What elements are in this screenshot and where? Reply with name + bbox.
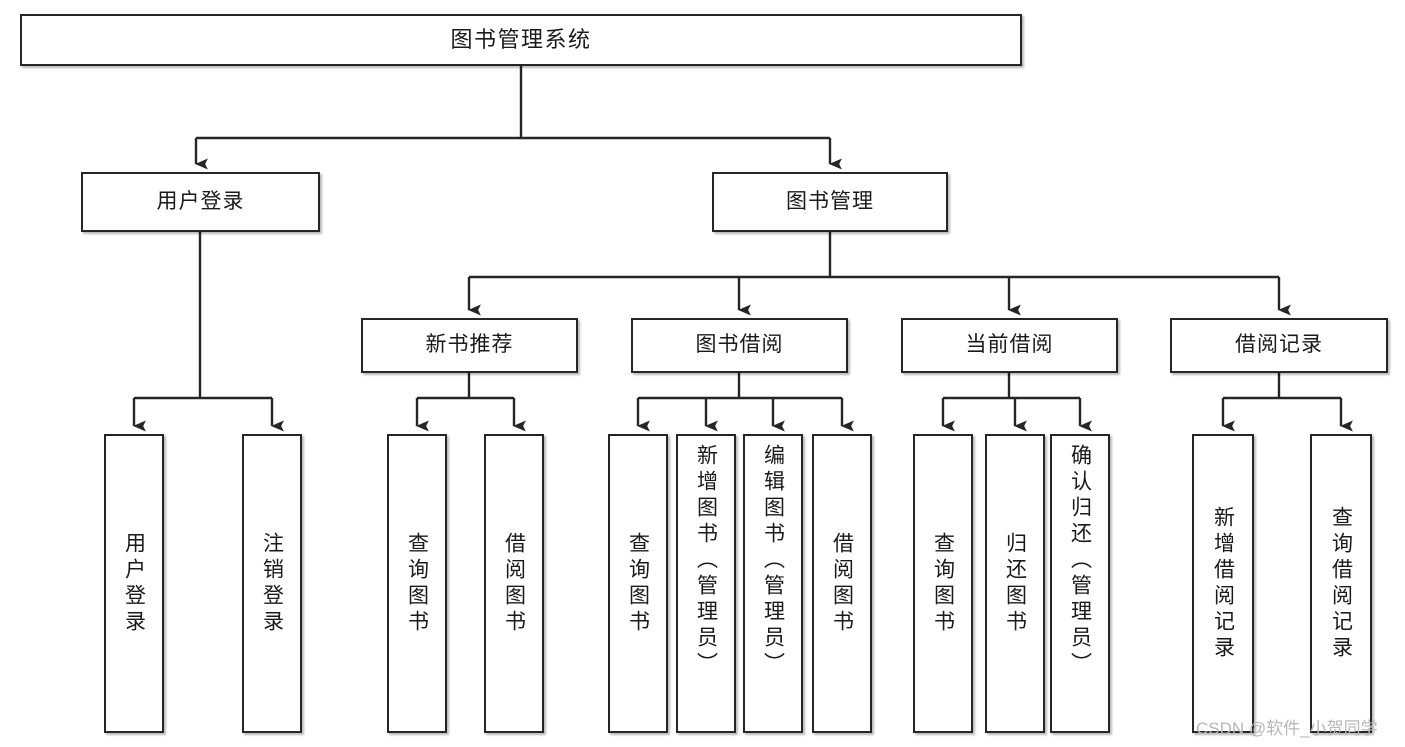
- leaf-query-books-recommend[interactable]: 查询图书: [387, 434, 447, 733]
- node-current-borrow[interactable]: 当前借阅: [901, 318, 1118, 373]
- node-book-management[interactable]: 图书管理: [712, 172, 948, 232]
- leaf-query-books-borrow-label: 查询图书: [626, 531, 650, 636]
- leaf-query-books-recommend-label: 查询图书: [405, 531, 429, 636]
- leaf-confirm-return-admin-label: 确认归还（管理员）: [1068, 444, 1092, 678]
- node-root-label: 图书管理系统: [450, 27, 592, 53]
- leaf-confirm-return-admin[interactable]: 确认归还（管理员）: [1050, 434, 1110, 733]
- node-user-login-label: 用户登录: [156, 189, 245, 213]
- leaf-edit-book-admin[interactable]: 编辑图书（管理员）: [743, 434, 803, 733]
- leaf-query-books-current[interactable]: 查询图书: [913, 434, 973, 733]
- watermark: CSDN @软件_小贺同学: [1196, 719, 1378, 738]
- leaf-logout-label: 注销登录: [260, 531, 284, 636]
- leaf-edit-book-admin-label: 编辑图书（管理员）: [761, 444, 785, 678]
- node-user-login[interactable]: 用户登录: [81, 172, 320, 232]
- node-book-borrow[interactable]: 图书借阅: [631, 318, 848, 373]
- leaf-user-login[interactable]: 用户登录: [104, 434, 164, 733]
- leaf-logout[interactable]: 注销登录: [242, 434, 302, 733]
- leaf-query-books-current-label: 查询图书: [931, 531, 955, 636]
- node-new-book-recommend[interactable]: 新书推荐: [361, 318, 578, 373]
- leaf-borrow-book-recommend-label: 借阅图书: [502, 531, 526, 636]
- leaf-add-borrow-record-label: 新增借阅记录: [1211, 505, 1235, 662]
- node-book-borrow-label: 图书借阅: [695, 333, 784, 357]
- leaf-query-borrow-record-label: 查询借阅记录: [1329, 505, 1353, 662]
- node-borrow-records-label: 借阅记录: [1235, 333, 1323, 357]
- leaf-add-book-admin[interactable]: 新增图书（管理员）: [676, 434, 736, 733]
- leaf-query-borrow-record[interactable]: 查询借阅记录: [1310, 434, 1372, 733]
- node-new-book-recommend-label: 新书推荐: [425, 333, 514, 357]
- node-root[interactable]: 图书管理系统: [20, 14, 1022, 66]
- leaf-borrow-book-recommend[interactable]: 借阅图书: [484, 434, 544, 733]
- node-book-management-label: 图书管理: [786, 189, 874, 213]
- leaf-borrow-book-label: 借阅图书: [830, 531, 854, 636]
- node-borrow-records[interactable]: 借阅记录: [1170, 318, 1388, 373]
- leaf-add-borrow-record[interactable]: 新增借阅记录: [1192, 434, 1254, 733]
- node-current-borrow-label: 当前借阅: [965, 333, 1054, 357]
- leaf-borrow-book[interactable]: 借阅图书: [812, 434, 872, 733]
- leaf-query-books-borrow[interactable]: 查询图书: [608, 434, 668, 733]
- leaf-add-book-admin-label: 新增图书（管理员）: [694, 444, 718, 678]
- leaf-return-book-label: 归还图书: [1003, 531, 1027, 636]
- leaf-user-login-label: 用户登录: [122, 531, 146, 636]
- leaf-return-book[interactable]: 归还图书: [985, 434, 1045, 733]
